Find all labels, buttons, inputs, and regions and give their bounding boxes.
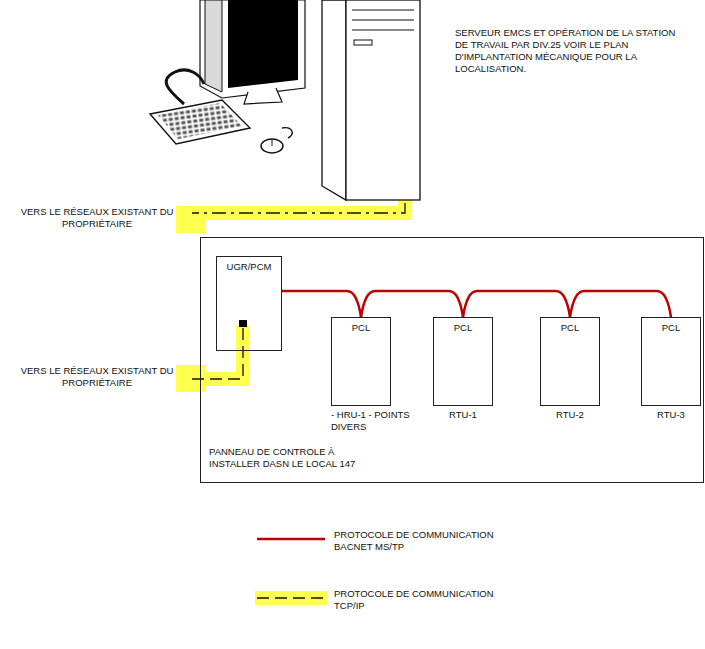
box-title: PCL: [642, 322, 700, 334]
legend-text: PROTOCOLE DE COMMUNICATION BACNET MS/TP: [334, 529, 494, 553]
box-note: RTU-1: [449, 409, 477, 421]
keyboard-keys: [158, 103, 242, 139]
bacnet-link: [463, 291, 570, 317]
drive-bay: [352, 10, 414, 11]
box-note: RTU-3: [657, 409, 685, 421]
legend-dash: [257, 597, 325, 598]
box-title: PCL: [332, 322, 390, 334]
network-port: [239, 320, 247, 327]
monitor-screen: [228, 0, 298, 88]
tower-side: [322, 0, 346, 200]
plc-box: PCL- HRU-1 - POINTS DIVERS: [331, 317, 391, 406]
network-note: VERS LE RÉSEAUX EXISTANT DU PROPRIÉTAIRE: [6, 206, 188, 230]
legend-swatch-line: [257, 538, 325, 541]
monitor-side: [205, 0, 222, 92]
plc-box: PCLRTU-1: [433, 317, 493, 406]
plc-box: PCLRTU-3: [641, 317, 701, 406]
tower-front: [346, 0, 420, 200]
monitor-stand: [244, 88, 282, 104]
network-note: VERS LE RÉSEAUX EXISTANT DU PROPRIÉTAIRE: [6, 365, 188, 389]
server-note: SERVEUR EMCS ET OPÉRATION DE LA STATION …: [455, 27, 683, 75]
legend-text: PROTOCOLE DE COMMUNICATION TCP/IP: [334, 588, 494, 612]
keyboard: [150, 100, 250, 144]
drive-bay: [352, 30, 414, 31]
plc-box: PCLRTU-2: [540, 317, 600, 406]
box-title: UGR/PCM: [217, 261, 281, 273]
keyboard-cable: [166, 70, 204, 104]
mouse-button: [272, 139, 273, 146]
box-note: - HRU-1 - POINTS DIVERS: [331, 409, 427, 433]
tcp-highlight: [176, 206, 206, 233]
box-note: RTU-2: [556, 409, 584, 421]
drive-slot: [354, 40, 372, 45]
bacnet-link: [570, 291, 671, 317]
drive-bay: [352, 20, 414, 21]
mouse: [261, 139, 283, 153]
legend-swatch: [255, 531, 327, 547]
panel-note: PANNEAU DE CONTROLE À INSTALLER DASN LE …: [209, 446, 387, 470]
legend-swatch-band: [255, 591, 327, 605]
box-title: PCL: [541, 322, 599, 334]
bacnet-link: [361, 291, 463, 317]
bacnet-link: [282, 291, 361, 317]
box-title: PCL: [434, 322, 492, 334]
mouse-cord: [282, 128, 292, 138]
monitor-frame: [200, 0, 305, 98]
legend-swatch: [255, 590, 327, 606]
control-panel: PANNEAU DE CONTROLE À INSTALLER DASN LE …: [200, 237, 704, 483]
controller-box: UGR/PCM: [216, 256, 282, 351]
